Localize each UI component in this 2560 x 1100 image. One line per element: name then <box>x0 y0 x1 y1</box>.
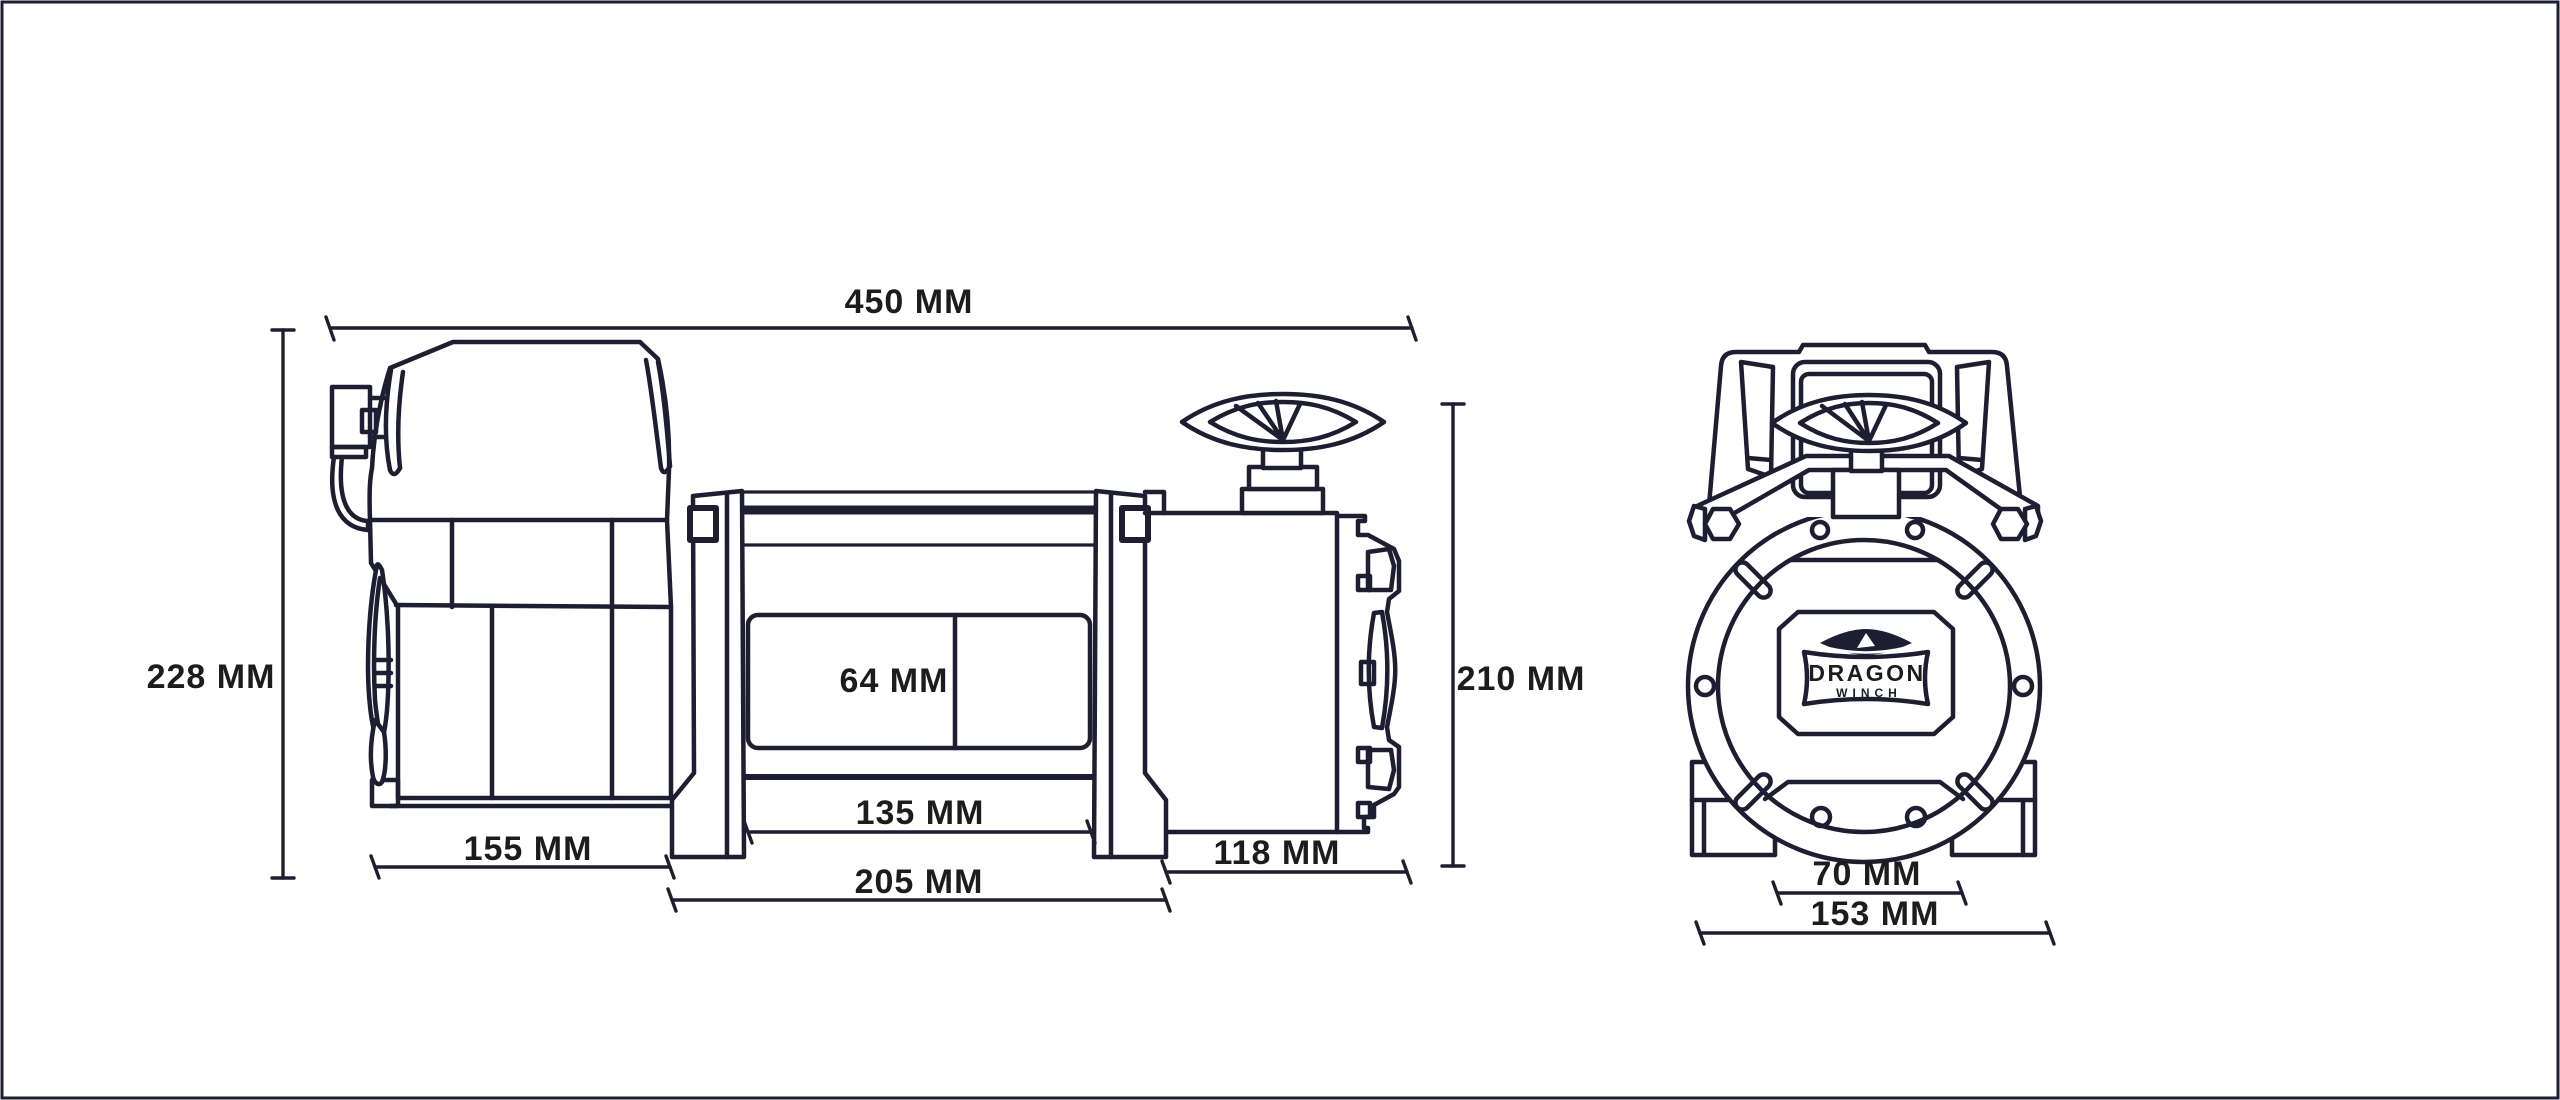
motor-end-bracket <box>365 562 394 787</box>
brand-name: DRAGON <box>1808 660 1925 686</box>
dim-label-body-height: 210 MM <box>1457 660 1586 698</box>
drum-bracket-left <box>669 488 747 860</box>
gearbox <box>1142 489 1402 835</box>
front-view: DRAGON WINCH <box>1685 342 2056 946</box>
cross-brace <box>1686 453 2044 543</box>
bolt-hole <box>2011 674 2035 698</box>
dim-label-feet-inner: 70 MM <box>1813 855 1922 893</box>
brand-subname: WINCH <box>1836 686 1902 700</box>
hex-bolt-left <box>1702 506 1742 542</box>
flange-slot <box>1955 772 1995 812</box>
clutch-lever <box>1179 391 1387 516</box>
dim-label-overall-height: 228 MM <box>147 658 276 696</box>
dim-motor-section: 155 MM <box>369 830 676 880</box>
dim-label-mount-inner: 135 MM <box>856 794 985 832</box>
dim-gearbox-section: 118 MM <box>1160 834 1413 885</box>
dim-body-height: 210 MM <box>1440 402 1586 868</box>
drum-assembly: 64 MM <box>741 490 1097 780</box>
dim-mount-inner: 135 MM <box>742 794 1097 845</box>
motor-housing <box>367 339 674 809</box>
dim-label-drum-section: 205 MM <box>855 863 984 901</box>
dim-overall-height: 228 MM <box>147 328 296 880</box>
drum-flange <box>1685 507 2043 865</box>
dim-label-front-width: 153 MM <box>1811 895 1940 933</box>
dim-feet-inner: 70 MM <box>1771 855 1968 906</box>
bolt-hole <box>1904 519 1926 541</box>
bolt-hole <box>1693 674 1717 698</box>
drum-bracket-right <box>1091 488 1169 860</box>
bolt-hole <box>1809 519 1831 541</box>
hex-bolt-right <box>1990 506 2030 542</box>
dim-front-width: 153 MM <box>1694 895 2056 946</box>
clutch-lever-front <box>1769 392 1969 520</box>
drum-barrel <box>745 612 1093 751</box>
brace-wing-left <box>1686 503 1708 543</box>
power-connector <box>329 384 387 533</box>
power-cable <box>329 454 371 533</box>
flange-slot <box>1955 560 1995 600</box>
dim-label-overall-length: 450 MM <box>845 283 974 321</box>
bolt-hole <box>1809 805 1833 829</box>
bolt-hole <box>1904 805 1928 829</box>
side-view: 64 MM <box>147 283 1586 913</box>
dim-overall-length: 450 MM <box>324 283 1418 342</box>
brace-wing-right <box>2022 503 2044 543</box>
brand-badge: DRAGON WINCH <box>1776 609 1956 737</box>
dim-drum-section: 205 MM <box>666 863 1172 913</box>
flange-slot <box>1733 560 1773 600</box>
dim-label-gearbox-section: 118 MM <box>1214 834 1341 872</box>
dim-label-drum-diameter: 64 MM <box>840 662 949 700</box>
flange-slot <box>1733 772 1773 812</box>
dim-label-motor-section: 155 MM <box>464 830 593 868</box>
